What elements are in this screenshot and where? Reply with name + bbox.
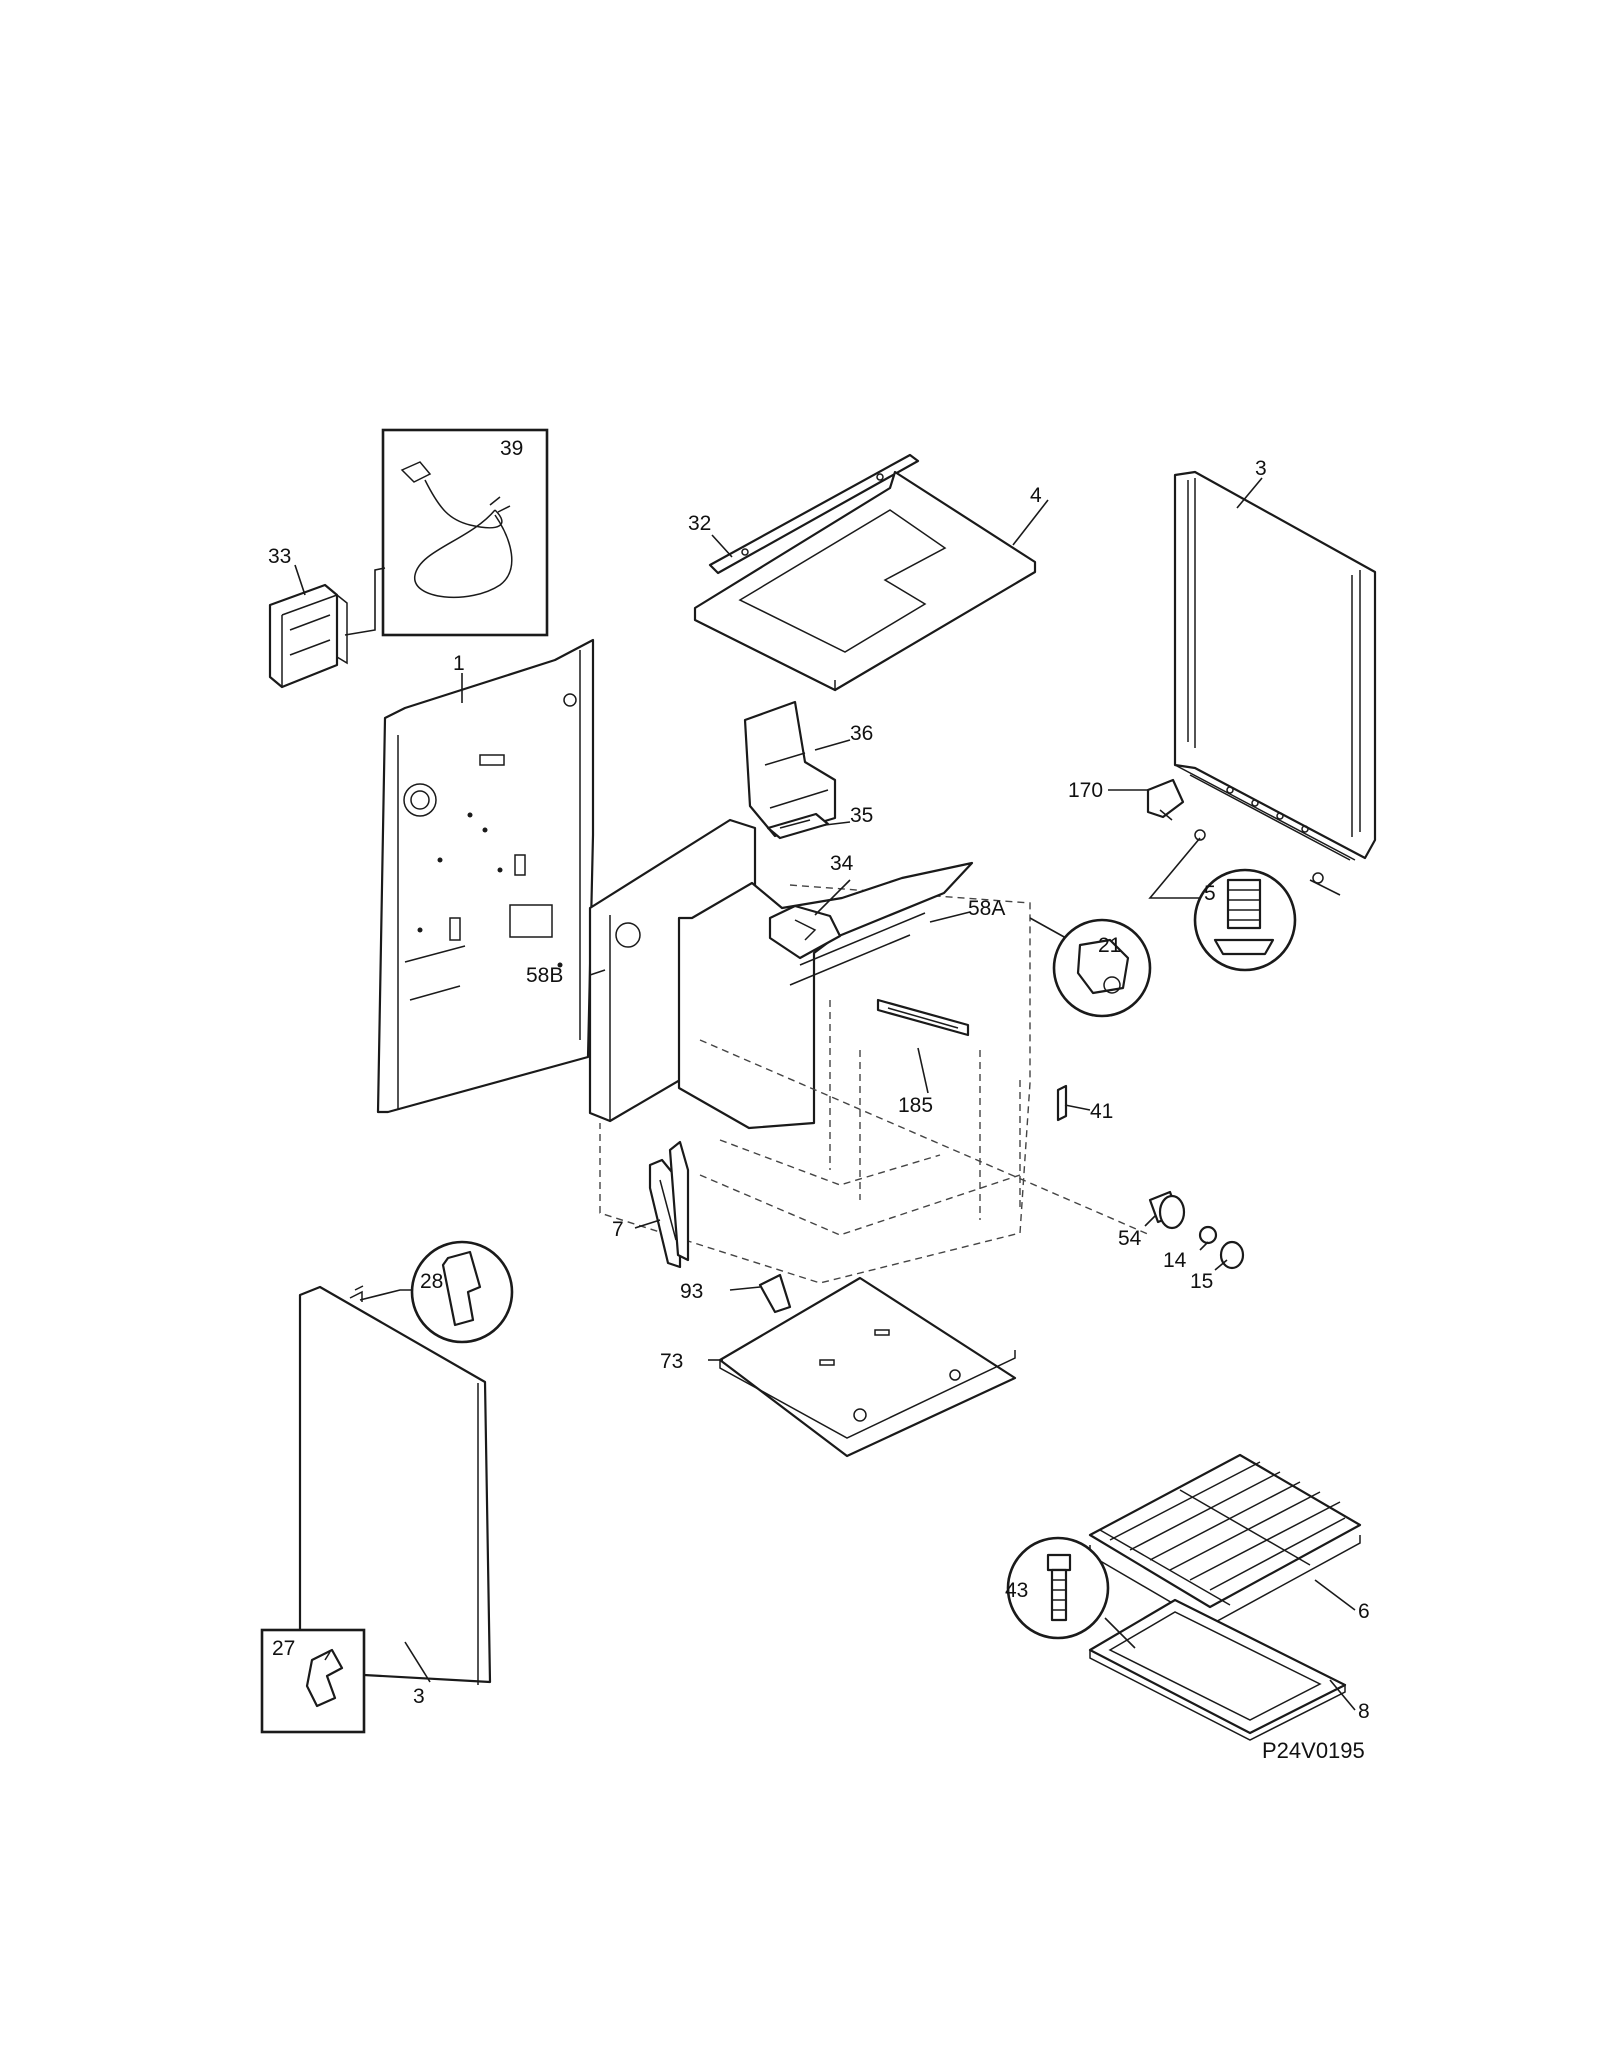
callout-3-left: 3 bbox=[413, 1685, 425, 1708]
callout-43: 43 bbox=[1005, 1579, 1028, 1602]
callout-1: 1 bbox=[453, 652, 465, 675]
power-cord-inset[interactable] bbox=[381, 428, 549, 637]
leveling-leg-detail[interactable] bbox=[1148, 829, 1341, 972]
leveler-bracket[interactable] bbox=[1146, 778, 1185, 821]
lamp-assembly[interactable] bbox=[699, 1039, 1245, 1270]
oven-cavity-outline bbox=[599, 884, 1031, 1284]
terminal-block[interactable] bbox=[268, 567, 386, 689]
element-bracket[interactable] bbox=[876, 998, 970, 1037]
callout-36: 36 bbox=[850, 722, 873, 745]
callout-41: 41 bbox=[1090, 1100, 1113, 1123]
callout-8: 8 bbox=[1358, 1700, 1370, 1723]
vent-duct[interactable] bbox=[743, 700, 837, 838]
callout-185: 185 bbox=[898, 1094, 933, 1117]
nut-detail[interactable] bbox=[1029, 917, 1152, 1018]
callout-3-right: 3 bbox=[1255, 457, 1267, 480]
clip-28-detail[interactable] bbox=[359, 1240, 514, 1344]
callout-34: 34 bbox=[830, 852, 854, 875]
callout-35: 35 bbox=[850, 804, 873, 827]
side-panel-left[interactable] bbox=[298, 1285, 492, 1685]
callout-5: 5 bbox=[1204, 882, 1216, 905]
side-panel-right[interactable] bbox=[1173, 470, 1377, 861]
callout-7: 7 bbox=[612, 1218, 624, 1241]
broil-pan[interactable] bbox=[1088, 1598, 1347, 1741]
clip-27-inset[interactable] bbox=[260, 1628, 366, 1734]
top-rail[interactable] bbox=[708, 453, 920, 575]
bolt-detail[interactable] bbox=[1006, 1536, 1136, 1649]
leader-lines bbox=[294, 477, 1356, 1711]
top-cover[interactable] bbox=[693, 470, 1037, 692]
callout-58b: 58B bbox=[526, 964, 563, 987]
callout-170: 170 bbox=[1068, 779, 1103, 802]
callout-14: 14 bbox=[1163, 1249, 1187, 1272]
callout-4: 4 bbox=[1030, 484, 1042, 507]
back-panel[interactable] bbox=[376, 638, 595, 1114]
callout-21: 21 bbox=[1098, 934, 1121, 957]
callout-6: 6 bbox=[1358, 1600, 1370, 1623]
callout-27: 27 bbox=[272, 1637, 295, 1660]
bottom-panel[interactable] bbox=[718, 1276, 1017, 1458]
callout-33: 33 bbox=[268, 545, 291, 568]
callout-28: 28 bbox=[420, 1270, 443, 1293]
callout-73: 73 bbox=[660, 1350, 683, 1373]
callout-58a: 58A bbox=[968, 897, 1005, 920]
callout-15: 15 bbox=[1190, 1270, 1213, 1293]
callout-54: 54 bbox=[1118, 1227, 1142, 1250]
callout-39: 39 bbox=[500, 437, 523, 460]
bracket-93[interactable] bbox=[758, 1273, 792, 1314]
callout-32: 32 bbox=[688, 512, 711, 535]
clip-41[interactable] bbox=[1056, 1084, 1068, 1122]
callout-labels: 39 33 1 32 4 3 36 35 34 58A 58B 170 5 21… bbox=[268, 437, 1370, 1763]
callout-93: 93 bbox=[680, 1280, 703, 1303]
oven-rack[interactable] bbox=[1088, 1453, 1362, 1626]
insulation-block[interactable] bbox=[768, 904, 842, 960]
wrap-insulation[interactable] bbox=[677, 861, 974, 1130]
door-hinge[interactable] bbox=[648, 1140, 690, 1269]
diagram-code: P24V0195 bbox=[1262, 1738, 1365, 1763]
